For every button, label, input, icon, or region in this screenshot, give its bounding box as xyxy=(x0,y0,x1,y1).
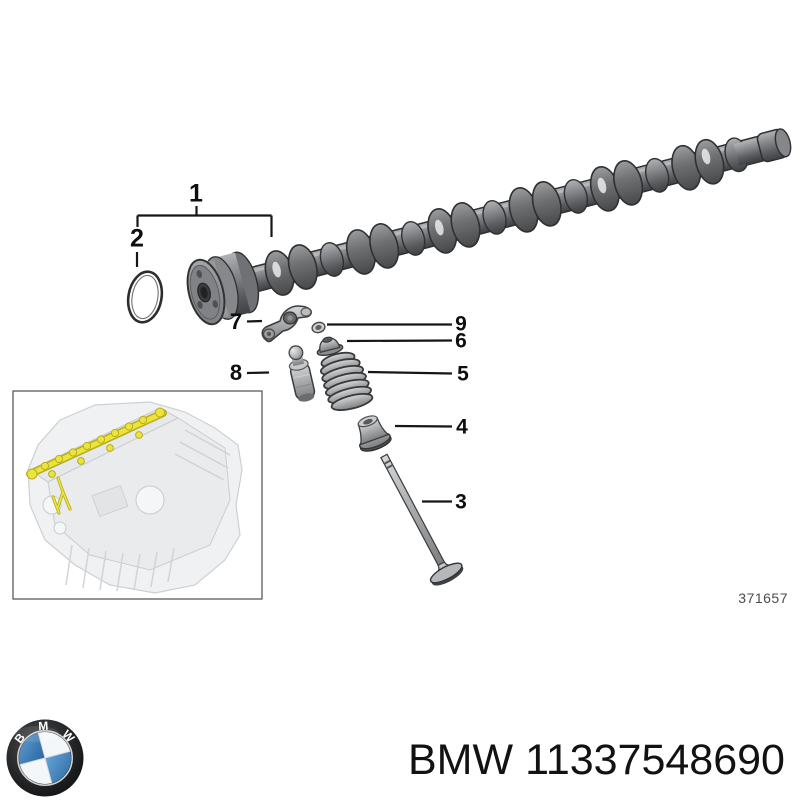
callout-3: 3 xyxy=(455,490,467,514)
valve-spring-drawing xyxy=(319,351,374,411)
spring-retainer-drawing xyxy=(357,415,392,452)
callout-1: 1 xyxy=(189,179,203,208)
engine-highlight-camshaft xyxy=(26,407,167,480)
part-number-text: 11337548690 xyxy=(525,736,785,784)
callout-4: 4 xyxy=(456,415,468,439)
callout-7: 7 xyxy=(229,309,243,334)
bmw-quadrants xyxy=(19,732,71,784)
engine-thumbnail xyxy=(12,390,263,600)
valve-drawing xyxy=(380,453,464,586)
valve-stem-seal-drawing xyxy=(316,336,344,357)
callout-2: 2 xyxy=(130,224,144,253)
rocker-arm-drawing xyxy=(261,305,312,343)
o-ring-drawing xyxy=(126,270,164,324)
drawing-number: 371657 xyxy=(738,590,788,606)
brand-text: BMW xyxy=(408,736,514,784)
camshaft-drawing xyxy=(186,128,792,326)
bmw-logo-icon: B M W xyxy=(2,714,88,800)
valve-keeper-drawing xyxy=(311,321,326,334)
callout-9: 9 xyxy=(455,312,467,336)
callout-5: 5 xyxy=(457,362,469,386)
callout-6: 6 xyxy=(455,329,467,353)
leader-lines xyxy=(135,206,453,503)
callout-8: 8 xyxy=(229,360,243,385)
engine-highlight-tensioner xyxy=(51,476,72,515)
svg-text:M: M xyxy=(38,719,49,734)
hydraulic-lifter-drawing xyxy=(288,345,316,402)
